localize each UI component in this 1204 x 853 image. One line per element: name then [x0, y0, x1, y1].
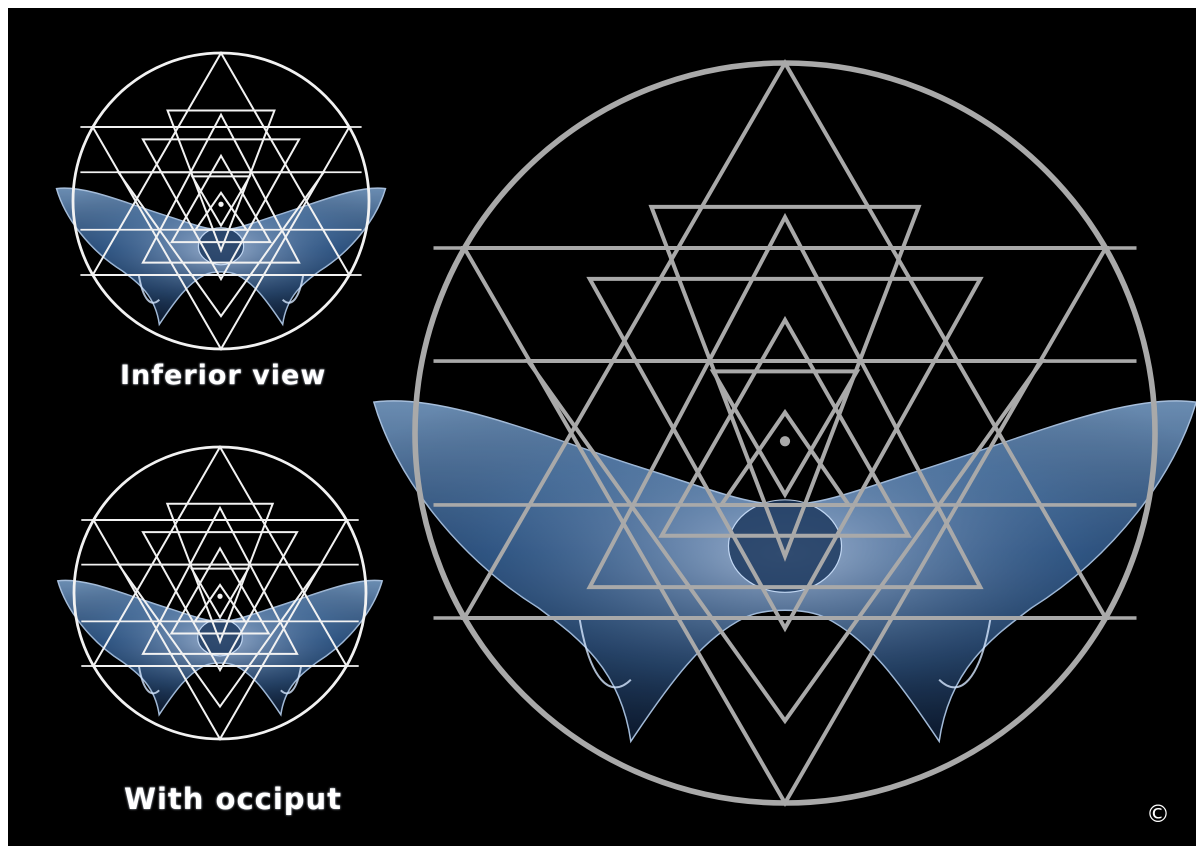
with-occiput-yantra: [58, 447, 382, 739]
downward-triangle: [192, 569, 249, 618]
bone-body: [198, 228, 243, 265]
downward-triangle: [192, 176, 250, 225]
bindu-point: [217, 594, 222, 599]
downward-triangle: [713, 371, 857, 494]
sphenoid-sri-yantra-figure: [8, 8, 1196, 846]
copyright-icon: ©: [1146, 800, 1170, 828]
bone-body: [728, 500, 841, 593]
bindu-point: [218, 202, 223, 207]
with-occiput-caption: With occiput: [124, 782, 342, 816]
bone-body: [198, 619, 243, 656]
artwork-canvas: Inferior view With occiput ©: [8, 8, 1196, 846]
bindu-point: [780, 436, 790, 446]
inferior-view-yantra: [57, 53, 386, 349]
large-yantra: [374, 63, 1196, 803]
inferior-view-caption: Inferior view: [120, 360, 326, 391]
